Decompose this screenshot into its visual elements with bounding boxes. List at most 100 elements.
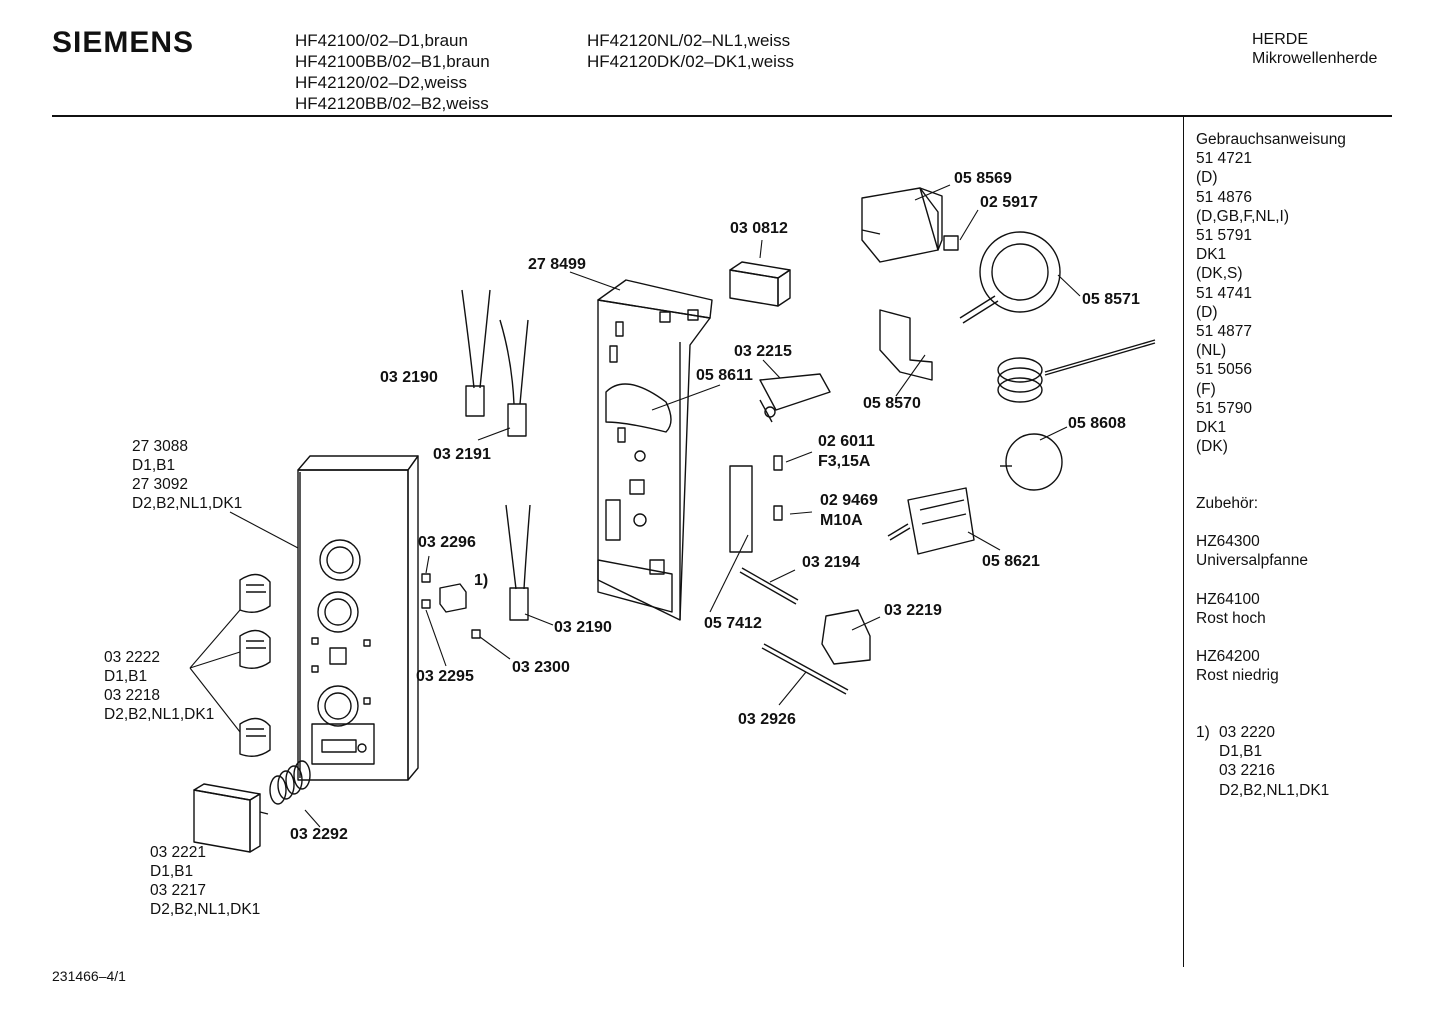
- manual-line: Gebrauchsanweisung: [1196, 131, 1346, 148]
- category-line: HERDE: [1252, 31, 1309, 48]
- part-number: 03 2190: [380, 369, 438, 386]
- part-number: 03 2219: [884, 602, 942, 619]
- part-number: 05 8571: [1082, 291, 1140, 308]
- manual-line: 51 4876: [1196, 188, 1253, 206]
- part-number: 03 2295: [416, 668, 474, 685]
- drawing-number: 231466–4/1: [52, 968, 126, 984]
- manual-line: 51 4741: [1196, 284, 1253, 302]
- model-line: HF42120NL/02–NL1,weiss: [587, 31, 791, 50]
- model-list-2: HF42120NL/02–NL1,weiss HF42120DK/02–DK1,…: [587, 30, 794, 72]
- thermostat-drawing: [879, 309, 1156, 491]
- button-spring-drawings: [193, 760, 311, 853]
- sidebar-divider: [1183, 117, 1184, 967]
- panel-label-line: 27 3088: [132, 438, 189, 455]
- manual-line: 51 5056: [1196, 361, 1253, 379]
- button-label-line: D1,B1: [150, 863, 194, 880]
- selector-switch-drawing: [887, 487, 975, 555]
- manual-line: 51 4877: [1196, 323, 1253, 341]
- accessory-name: Rost niedrig: [1196, 667, 1279, 685]
- panel-label-line: 27 3092: [132, 476, 189, 493]
- part-number: 02 6011: [818, 433, 875, 450]
- manual-line: (D): [1196, 169, 1218, 187]
- footnote-line: 03 2220: [1219, 724, 1276, 741]
- manual-line: (F): [1196, 380, 1216, 398]
- part-number: 05 7412: [704, 615, 762, 632]
- manual-line: 51 4721: [1196, 150, 1253, 168]
- part-number: 05 8608: [1068, 415, 1126, 432]
- part-number: 03 2300: [512, 659, 570, 676]
- accessories-title: Zubehör:: [1196, 495, 1259, 512]
- part-number: 05 8569: [954, 170, 1012, 187]
- model-line: HF42120BB/02–B2,weiss: [295, 94, 489, 113]
- part-number: 27 8499: [528, 256, 586, 273]
- small-parts-drawings: [421, 573, 481, 639]
- panel-label-line: D1,B1: [132, 457, 176, 474]
- part-number: 03 0812: [730, 220, 788, 237]
- part-number: 03 2194: [802, 554, 860, 571]
- leader-lines: [189, 184, 1081, 828]
- knob-label-line: D1,B1: [104, 668, 148, 685]
- part-number: 03 2215: [734, 343, 792, 360]
- front-panel-drawing: [297, 455, 419, 781]
- manual-line: 51 5791: [1196, 227, 1253, 245]
- accessory-name: Rost hoch: [1196, 610, 1266, 628]
- part-number: 03 2296: [418, 534, 476, 551]
- brand-logo: SIEMENS: [52, 26, 195, 59]
- accessory-name: Universalpfanne: [1196, 552, 1309, 570]
- manual-list: Gebrauchsanweisung 51 4721 (D) 51 4876 (…: [1196, 130, 1346, 456]
- accessory-item: HZ64100 Rost hoch: [1196, 590, 1266, 628]
- part-number: 02 9469: [820, 492, 878, 509]
- accessory-code: HZ64100: [1196, 591, 1260, 608]
- part-number: 03 2926: [738, 711, 796, 728]
- manual-line: 51 5790: [1196, 399, 1253, 417]
- manual-line: (DK,S): [1196, 265, 1243, 283]
- timer-drawing: [861, 187, 1061, 324]
- mounting-bracket-drawing: [597, 279, 713, 621]
- part-number-rating: M10A: [820, 512, 863, 529]
- manual-line: (DK): [1196, 438, 1228, 456]
- door-catch-drawing: [761, 609, 871, 695]
- model-list-1: HF42100/02–D1,braun HF42100BB/02–B1,brau…: [295, 30, 490, 114]
- knob-drawings: [239, 573, 271, 757]
- button-label-line: 03 2217: [150, 882, 207, 899]
- button-label-line: 03 2221: [150, 844, 207, 861]
- header-rule: [52, 115, 1392, 117]
- footnote-reference: 1): [474, 572, 489, 589]
- model-line: HF42120DK/02–DK1,weiss: [587, 52, 794, 71]
- knob-label-line: D2,B2,NL1,DK1: [104, 706, 215, 723]
- manual-line: (NL): [1196, 342, 1227, 360]
- accessory-item: HZ64200 Rost niedrig: [1196, 647, 1279, 685]
- wire-connector-drawings: [461, 289, 531, 621]
- part-number: 05 8621: [982, 553, 1040, 570]
- category: HERDE Mikrowellenherde: [1252, 30, 1377, 68]
- panel-label-line: D2,B2,NL1,DK1: [132, 495, 243, 512]
- part-number: 02 5917: [980, 194, 1038, 211]
- knob-label: 03 2222 D1,B1 03 2218 D2,B2,NL1,DK1: [104, 648, 214, 724]
- panel-label: 27 3088 D1,B1 27 3092 D2,B2,NL1,DK1: [132, 437, 242, 513]
- model-line: HF42100BB/02–B1,braun: [295, 52, 490, 71]
- footnote-line: D2,B2,NL1,DK1: [1219, 781, 1330, 799]
- accessory-code: HZ64200: [1196, 648, 1260, 665]
- accessory-code: HZ64300: [1196, 533, 1260, 550]
- footnote-line: 03 2216: [1219, 762, 1276, 780]
- manual-line: (D,GB,F,NL,I): [1196, 207, 1290, 225]
- footnote: 03 2220 D1,B1 03 2216 D2,B2,NL1,DK1: [1219, 723, 1329, 800]
- part-number: 05 8611: [696, 367, 753, 384]
- switch-drawings: [729, 261, 831, 423]
- knob-label-line: 03 2222: [104, 649, 161, 666]
- part-number-rating: F3,15A: [818, 453, 871, 470]
- model-line: HF42100/02–D1,braun: [295, 31, 468, 50]
- exploded-parts-drawing: [189, 184, 1156, 853]
- model-line: HF42120/02–D2,weiss: [295, 73, 467, 92]
- part-number: 03 2190: [554, 619, 612, 636]
- part-number: 03 2292: [290, 826, 348, 843]
- part-number: 03 2191: [433, 446, 491, 463]
- fuse-holder-drawing: [729, 455, 799, 605]
- manual-line: DK1: [1196, 246, 1227, 264]
- button-label-line: D2,B2,NL1,DK1: [150, 901, 261, 918]
- button-label: 03 2221 D1,B1 03 2217 D2,B2,NL1,DK1: [150, 843, 260, 919]
- manual-line: (D): [1196, 303, 1218, 321]
- footnote-line: D1,B1: [1219, 743, 1263, 761]
- accessory-item: HZ64300 Universalpfanne: [1196, 532, 1308, 570]
- manual-line: DK1: [1196, 419, 1227, 437]
